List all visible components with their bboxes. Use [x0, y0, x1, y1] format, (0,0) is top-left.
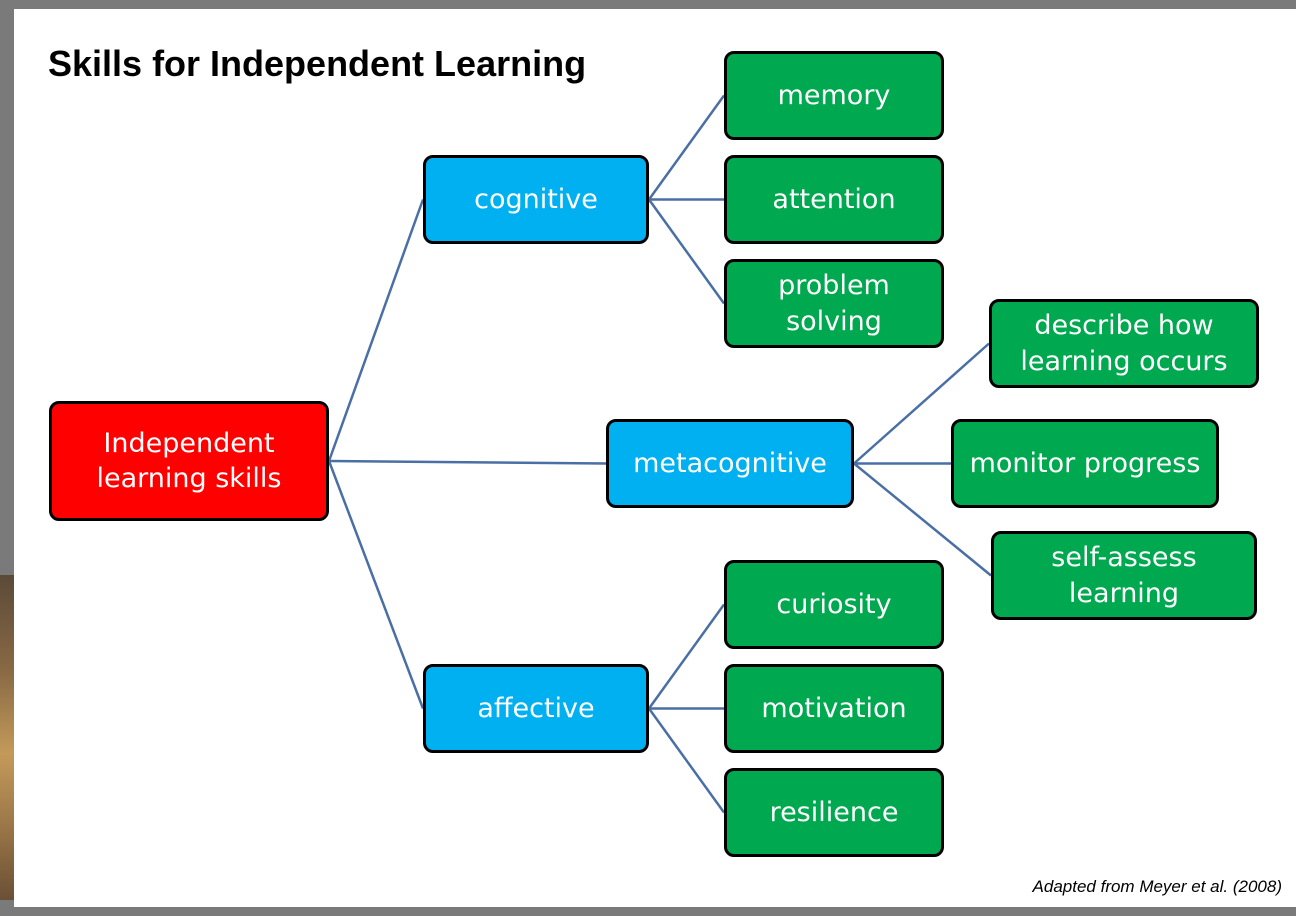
- background-photo-strip: [0, 575, 14, 900]
- slide-title: Skills for Independent Learning: [48, 43, 587, 84]
- category-node-cognitive: cognitive: [423, 155, 649, 244]
- skill-node-attention: attention: [724, 155, 944, 244]
- connector-category-to-skill: [647, 707, 726, 814]
- category-node-affective: affective: [423, 664, 649, 753]
- slide: Skills for Independent Learning Independ…: [14, 9, 1296, 907]
- connector-category-to-skill: [647, 198, 726, 305]
- connector-category-to-skill: [853, 342, 990, 465]
- connector-category-to-skill: [647, 603, 726, 710]
- connector-category-to-skill: [647, 94, 726, 201]
- root-node-independent-learning-skills: Independent learning skills: [49, 401, 329, 521]
- skill-node-curiosity: curiosity: [724, 560, 944, 649]
- category-node-metacognitive: metacognitive: [606, 419, 854, 508]
- skill-node-motivation: motivation: [724, 664, 944, 753]
- connector-lines: [327, 94, 992, 814]
- skill-node-self-assess-learning: self-assess learning: [991, 531, 1257, 620]
- skill-node-monitor-progress: monitor progress: [951, 419, 1219, 508]
- skill-node-problem-solving: problem solving: [724, 259, 944, 348]
- source-credit: Adapted from Meyer et al. (2008): [1032, 877, 1282, 896]
- skill-node-resilience: resilience: [724, 768, 944, 857]
- connector-root-to-category: [327, 460, 425, 709]
- skill-node-memory: memory: [724, 51, 944, 140]
- connector-root-to-category: [328, 459, 607, 465]
- skill-node-describe-how-learning-occurs: describe how learning occurs: [989, 299, 1259, 388]
- connector-category-to-skill: [853, 462, 992, 577]
- connector-root-to-category: [327, 199, 425, 462]
